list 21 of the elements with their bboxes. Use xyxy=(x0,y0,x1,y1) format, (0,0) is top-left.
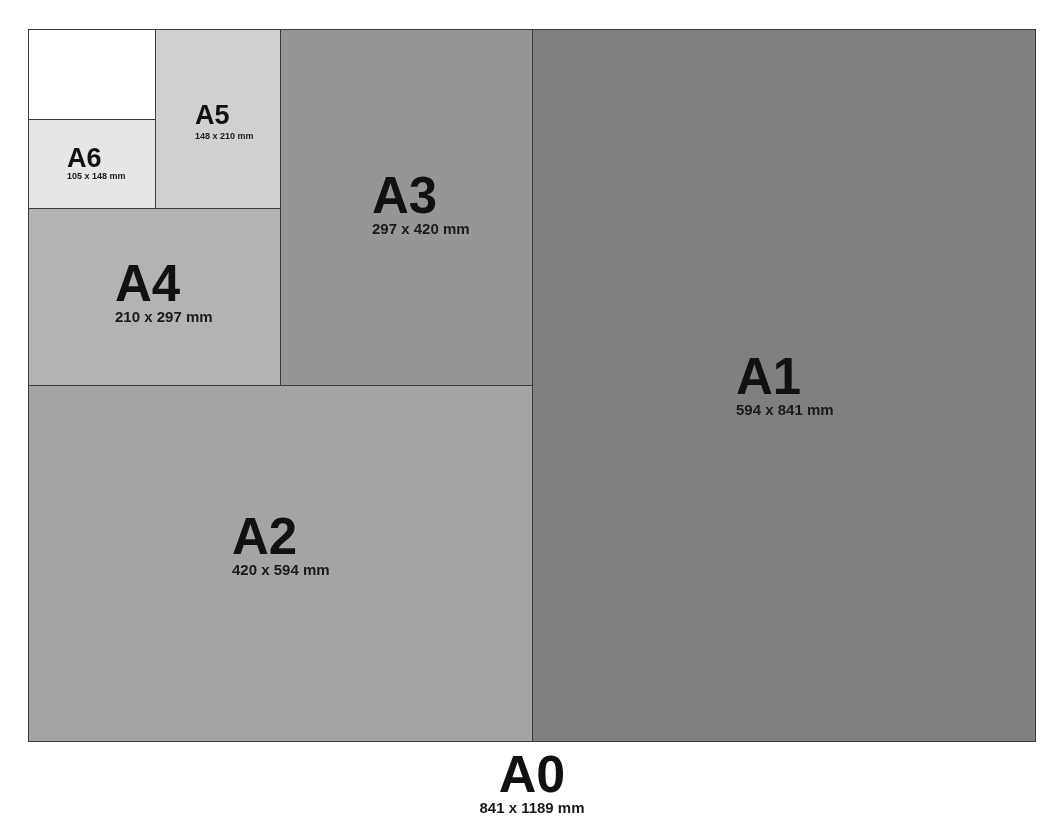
paper-size-label: A1 xyxy=(736,351,802,402)
dimensions-label: 105 x 148 mm xyxy=(67,172,126,181)
dimensions-label: 210 x 297 mm xyxy=(115,309,213,324)
paper-size-label: A0 xyxy=(498,748,566,800)
paper-size-label: A6 xyxy=(67,145,102,172)
paper-size-label: A4 xyxy=(115,258,181,309)
dimensions-label: 148 x 210 mm xyxy=(195,132,254,141)
paper-size-label: A3 xyxy=(372,170,438,221)
dimensions-label: 297 x 420 mm xyxy=(372,221,470,236)
paper-sheet xyxy=(280,29,533,386)
dimensions-label: 841 x 1189 mm xyxy=(479,800,585,815)
paper-size-label: A5 xyxy=(195,102,230,129)
paper-sheet xyxy=(156,29,281,209)
paper-sheet xyxy=(28,385,533,742)
paper-sheet xyxy=(532,29,1036,742)
paper-sheet xyxy=(28,208,281,386)
dimensions-label: 420 x 594 mm xyxy=(232,562,330,577)
paper-sheet xyxy=(28,29,156,120)
paper-size-label: A2 xyxy=(232,511,298,562)
dimensions-label: 594 x 841 mm xyxy=(736,402,834,417)
paper-sheet xyxy=(28,120,156,209)
